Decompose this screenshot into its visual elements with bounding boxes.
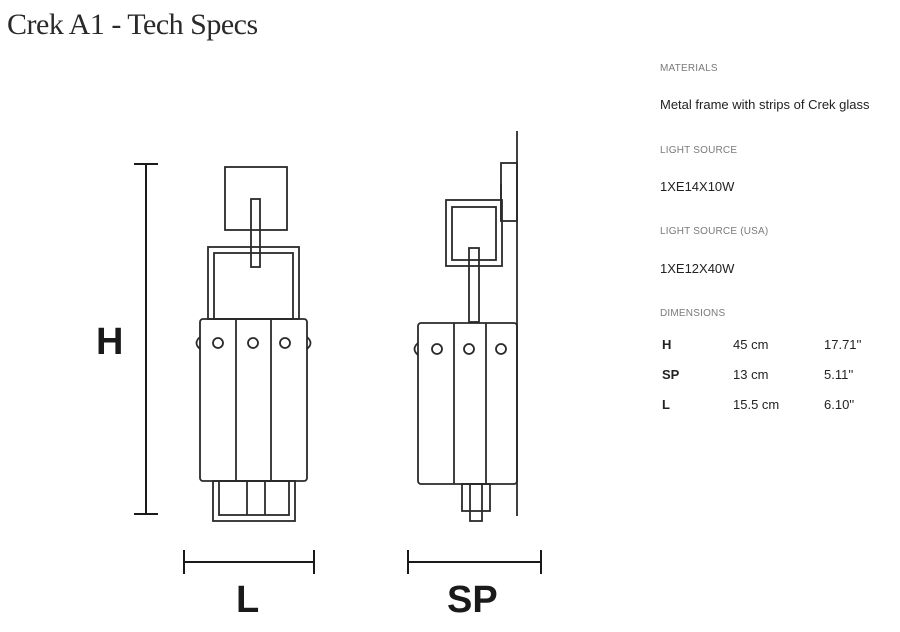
dimension-row-l: L 15.5 cm 6.10''	[660, 397, 895, 415]
dimension-key: L	[662, 397, 670, 412]
dimension-cm: 15.5 cm	[733, 397, 780, 412]
dimension-cm: 45 cm	[733, 337, 769, 352]
dimension-row-h: H 45 cm 17.71''	[660, 337, 895, 355]
length-dimension-line	[183, 550, 315, 574]
page-title: Crek A1 - Tech Specs	[7, 8, 258, 41]
length-label: L	[236, 579, 259, 621]
dimension-row-sp: SP 13 cm 5.11''	[660, 367, 895, 385]
height-label: H	[96, 321, 123, 363]
depth-label: SP	[447, 579, 498, 621]
lamp-front-view	[195, 166, 312, 522]
lamp-side-view	[413, 131, 518, 522]
dimension-key: H	[662, 337, 672, 352]
dimension-cm: 13 cm	[733, 367, 769, 382]
technical-drawing: H L SP	[96, 131, 542, 621]
light-source-usa-value: 1XE12X40W	[660, 261, 735, 276]
dimension-inch: 6.10''	[824, 397, 855, 412]
light-source-usa-label: LIGHT SOURCE (USA)	[660, 226, 769, 237]
dimension-key: SP	[662, 367, 680, 382]
materials-value: Metal frame with strips of Crek glass	[660, 97, 870, 112]
height-dimension-line	[134, 163, 158, 515]
depth-dimension-line	[407, 550, 542, 574]
dimensions-label: DIMENSIONS	[660, 308, 726, 319]
materials-label: MATERIALS	[660, 63, 718, 74]
dimension-inch: 17.71''	[824, 337, 862, 352]
light-source-label: LIGHT SOURCE	[660, 145, 738, 156]
dimension-inch: 5.11''	[824, 367, 854, 382]
light-source-value: 1XE14X10W	[660, 179, 735, 194]
